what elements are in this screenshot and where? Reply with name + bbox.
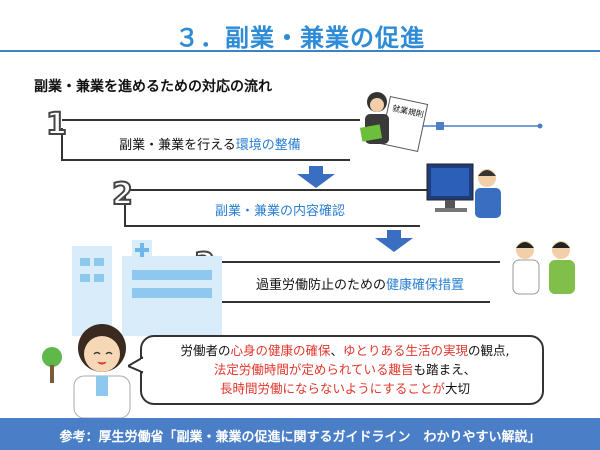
step-1-prefix: 副業・兼業を行える (119, 138, 236, 153)
message-line-1: 労働者の心身の健康の確保、ゆとりある生活の実現の観点, (150, 341, 540, 360)
title-divider (0, 50, 600, 52)
step-1-highlight: 環境の整備 (235, 138, 301, 153)
message-line-3: 長時間労働にならないようにすることが大切 (150, 379, 540, 398)
message-l1b: 心身の健康の確保 (230, 343, 331, 358)
message-l2a: 法定労働時間が定められている趣旨 (213, 362, 414, 377)
plant-illustration (42, 347, 62, 383)
step-1-number: 1 (45, 107, 68, 142)
step-3-label: 過重労働防止のための健康確保措置 (225, 274, 495, 293)
message-line-2: 法定労働時間が定められている趣旨も踏まえ、 (150, 360, 540, 379)
footer-reference: 参考：厚生労働省「副業・兼業の促進に関するガイドライン わかりやすい解説」 (59, 430, 541, 445)
message-bubble (140, 335, 544, 405)
message-l1c: 、 (330, 343, 344, 358)
message-l1a: 労働者の (180, 343, 231, 358)
flow-heading: 副業・兼業を進めるための対応の流れ (34, 79, 272, 95)
footer-bar (0, 418, 600, 450)
worker-with-rules-illustration (359, 92, 429, 153)
consultation-illustration (512, 241, 575, 295)
bubble-tail (128, 356, 145, 374)
step-2-label: 副業・兼業の内容確認 (150, 200, 410, 219)
step-3-highlight: 健康確保措置 (386, 278, 465, 293)
step-1-label: 副業・兼業を行える環境の整備 (80, 134, 340, 153)
hospital-illustration (72, 240, 222, 336)
doctor-woman-illustration (73, 324, 131, 418)
message-l2b: も踏まえ、 (413, 362, 477, 377)
step-2-highlight: 副業・兼業の内容確認 (214, 204, 345, 219)
step-3-prefix: 過重労働防止のための (255, 278, 386, 293)
message-l1e: の観点, (468, 343, 510, 358)
step-2-number: 2 (111, 177, 134, 212)
message-text: 労働者の心身の健康の確保、ゆとりある生活の実現の観点, 法定労働時間が定められて… (150, 341, 540, 398)
message-l3b: 大切 (444, 381, 470, 396)
computer-worker-illustration (426, 163, 501, 218)
message-l1d: ゆとりある生活の実現 (343, 343, 469, 358)
page-title: ３．副業・兼業の促進 (175, 24, 425, 52)
message-l3a: 長時間労働にならないようにすることが (220, 381, 445, 396)
